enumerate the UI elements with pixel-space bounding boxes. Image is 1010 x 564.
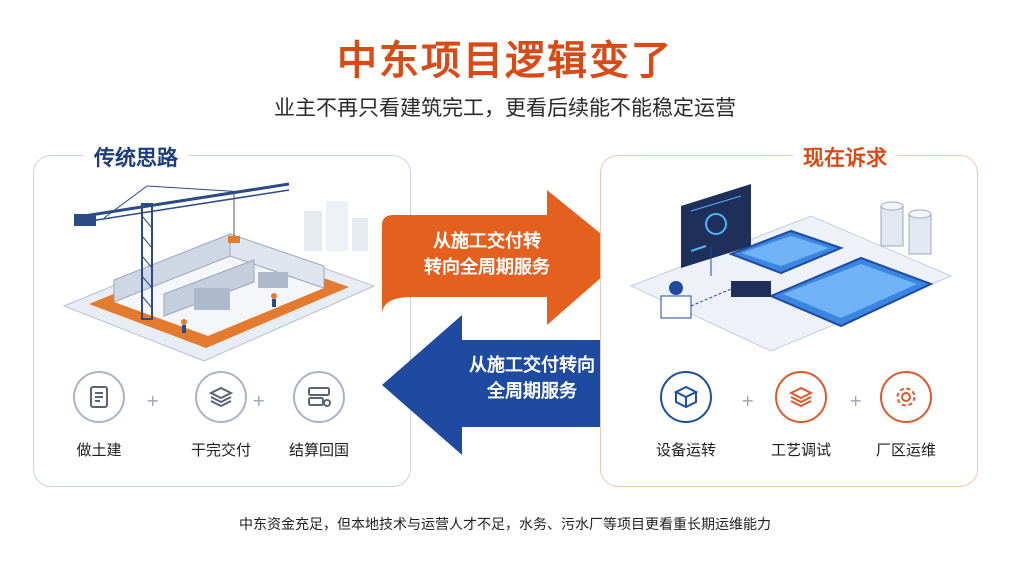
server-icon <box>293 371 345 423</box>
layers-icon <box>775 371 827 423</box>
subtitle: 业主不再只看建筑完工，更看后续能不能稳定运营 <box>274 96 736 120</box>
item-civil-works: 做土建 <box>54 371 144 460</box>
item-label: 工艺调试 <box>770 441 831 459</box>
transition-arrows: 从施工交付转 转向全周期服务 从施工交付转向 全周期服务 <box>372 185 637 465</box>
item-label: 结算回国 <box>288 441 349 459</box>
plus-sign: + <box>849 391 863 410</box>
current-demand-panel-title: 现在诉求 <box>793 142 897 172</box>
gear-icon <box>880 371 932 423</box>
current-demand-panel: 现在诉求 设备运转 + <box>600 142 978 487</box>
construction-site-illustration <box>62 182 376 361</box>
bottom-arrow-line1: 从施工交付转向 <box>469 355 595 376</box>
cycle-arrows-graphic <box>382 190 627 455</box>
item-settlement: 结算回国 <box>274 371 364 460</box>
water-plant-illustration <box>629 184 953 352</box>
item-label: 厂区运维 <box>875 441 936 459</box>
layers-icon <box>195 371 247 423</box>
item-plant-maintenance: 厂区运维 <box>861 371 951 460</box>
main-title: 中东项目逻辑变了 <box>337 38 673 84</box>
item-label: 做土建 <box>76 441 122 459</box>
item-label: 干完交付 <box>190 441 251 459</box>
top-arrow-text: 从施工交付转 转向全周期服务 <box>392 229 582 281</box>
footer-note: 中东资金充足，但本地技术与运营人才不足，水务、污水厂等项目更看重长期运维能力 <box>239 517 771 533</box>
bottom-arrow-line2: 全周期服务 <box>487 381 577 402</box>
top-arrow-line2: 转向全周期服务 <box>424 257 550 278</box>
top-arrow-line1: 从施工交付转 <box>433 231 541 252</box>
item-label: 设备运转 <box>655 441 716 459</box>
item-process-commissioning: 工艺调试 <box>756 371 846 460</box>
plus-sign: + <box>146 391 160 410</box>
item-handover: 干完交付 <box>176 371 266 460</box>
traditional-panel: 传统思路 <box>33 142 411 487</box>
document-icon <box>73 371 125 423</box>
item-equipment-operation: 设备运转 <box>641 371 731 460</box>
plus-sign: + <box>252 391 266 410</box>
traditional-panel-title: 传统思路 <box>84 142 188 172</box>
bottom-arrow-text: 从施工交付转向 全周期服务 <box>442 353 622 405</box>
plus-sign: + <box>741 391 755 410</box>
box-icon <box>660 371 712 423</box>
